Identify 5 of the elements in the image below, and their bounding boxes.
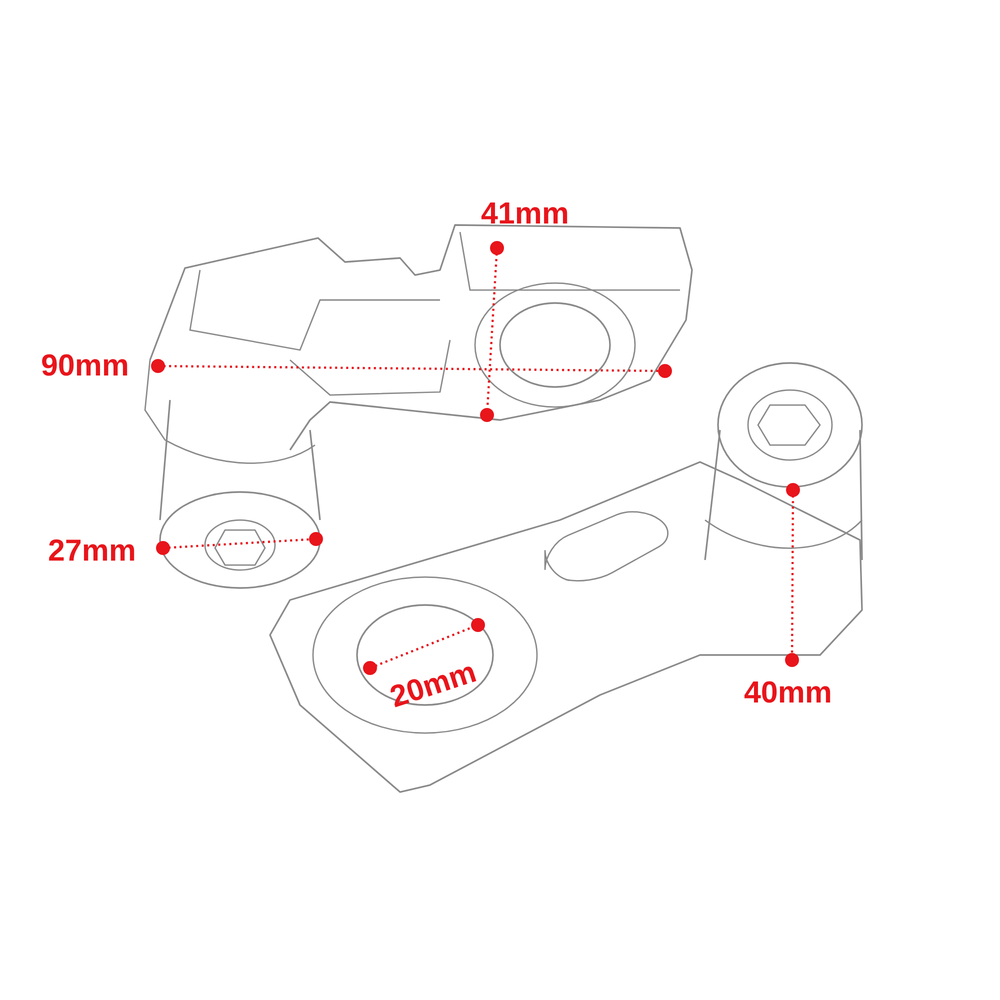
- dimension-label: 20mm: [390, 666, 476, 708]
- dimension-label: 90mm: [42, 354, 128, 376]
- dimension-label: 41mm: [481, 202, 568, 224]
- dimension-label: 40mm: [744, 681, 830, 703]
- dimension-label: 27mm: [49, 539, 134, 561]
